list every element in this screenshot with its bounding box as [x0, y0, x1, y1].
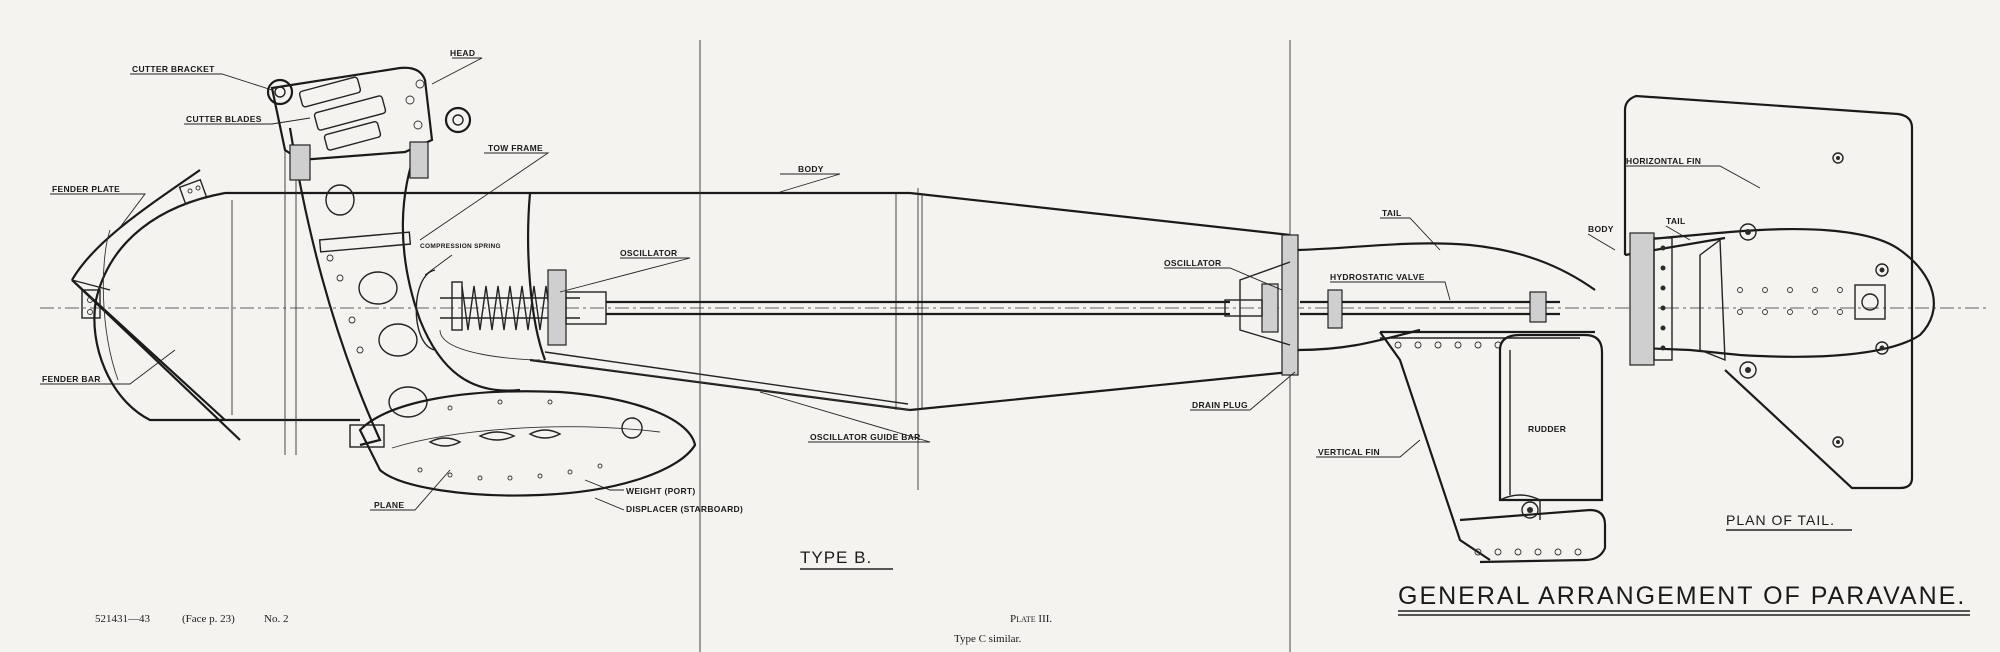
label-body-main: BODY — [798, 164, 824, 174]
label-compression-spring: COMPRESSION SPRING — [420, 243, 501, 250]
label-hydrostatic-valve: HYDROSTATIC VALVE — [1330, 272, 1425, 282]
label-oscillator-guide-bar: OSCILLATOR GUIDE BAR — [810, 432, 921, 442]
label-tail-tail-plan: TAIL — [1666, 216, 1685, 226]
plan-of-tail — [1623, 94, 1935, 490]
bolt-icon — [1832, 436, 1844, 448]
bolt-icon — [1832, 152, 1844, 164]
label-horizontal-fin: HORIZONTAL FIN — [1626, 156, 1701, 166]
drawing-title: GENERAL ARRANGEMENT OF PARAVANE. — [1398, 582, 1966, 610]
head-assembly — [225, 66, 530, 455]
compression-spring — [461, 285, 553, 331]
label-weight-port: WEIGHT (PORT) — [626, 486, 696, 496]
label-vertical-fin: VERTICAL FIN — [1318, 447, 1380, 457]
face-page: (Face p. 23) — [182, 613, 235, 625]
label-fender-bar: FENDER BAR — [42, 374, 101, 384]
plane — [349, 390, 697, 497]
bolt-row-tail — [1394, 341, 1502, 349]
plate-label: Plate III. — [1010, 613, 1052, 625]
bolt-row-rudder — [1474, 548, 1582, 556]
bolt-icon — [1739, 361, 1757, 379]
label-rudder: RUDDER — [1528, 424, 1566, 434]
main-body — [415, 40, 1292, 652]
callout-labels: CUTTER BRACKET HEAD CUTTER BLADES TOW FR… — [42, 48, 1701, 514]
label-plane: PLANE — [374, 500, 404, 510]
label-tow-frame: TOW FRAME — [488, 143, 543, 153]
bolt-icon — [1875, 263, 1889, 277]
leader-lines — [40, 57, 1761, 511]
label-fender-plate: FENDER PLATE — [52, 184, 120, 194]
tail-section — [1224, 234, 1607, 564]
label-head: HEAD — [450, 48, 475, 58]
label-cutter-bracket: CUTTER BRACKET — [132, 64, 215, 74]
bolt-icon — [1521, 501, 1539, 519]
label-tail-main: TAIL — [1382, 208, 1401, 218]
tow-eye-icon — [266, 78, 294, 106]
reference-number: 521431—43 — [95, 613, 151, 625]
tail-view-caption: PLAN OF TAIL. — [1726, 512, 1835, 528]
label-cutter-blades: CUTTER BLADES — [186, 114, 262, 124]
main-view-caption: TYPE B. — [800, 548, 872, 567]
label-oscillator-front: OSCILLATOR — [620, 248, 677, 258]
bolt-row-plan — [1660, 245, 1666, 351]
label-displacer-starboard: DISPLACER (STARBOARD) — [626, 504, 743, 514]
plane-rivets — [417, 399, 603, 481]
bolt-icon — [1875, 341, 1889, 355]
plate-note: Type C similar. — [954, 633, 1022, 645]
fender-assembly — [71, 169, 241, 441]
label-drain-plug: DRAIN PLUG — [1192, 400, 1248, 410]
tow-eye-icon — [444, 106, 472, 134]
label-body-tail-plan: BODY — [1588, 224, 1614, 234]
fin-rivets — [1737, 287, 1843, 315]
label-oscillator-rear: OSCILLATOR — [1164, 258, 1221, 268]
bolt-icon — [1739, 223, 1757, 241]
sheet-number: No. 2 — [264, 613, 288, 625]
